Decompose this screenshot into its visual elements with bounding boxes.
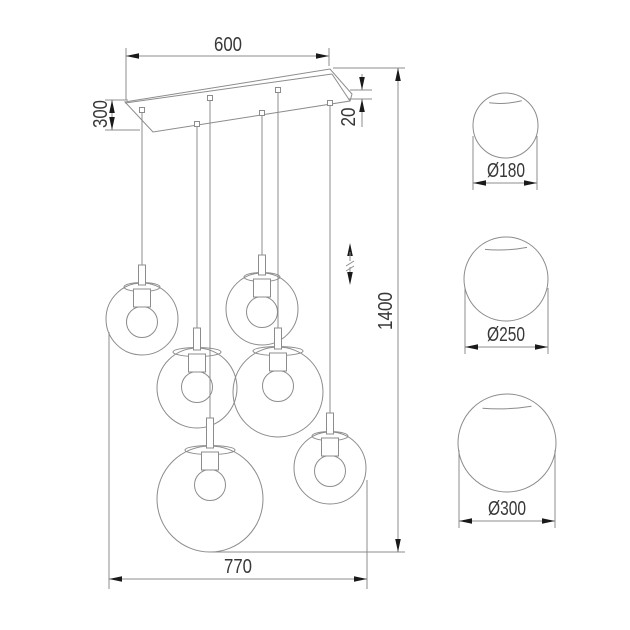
light-bulb: [262, 370, 294, 402]
globe-seam-line: [482, 405, 532, 410]
pendant-stem: [258, 254, 266, 276]
pendant-5: [156, 100, 264, 553]
pendant-2: [225, 115, 299, 346]
arrowhead-up-icon: [395, 68, 401, 81]
light-bulb: [181, 371, 213, 403]
arrowhead-right-icon: [316, 53, 329, 59]
dimension-label-770: 770: [224, 556, 252, 578]
dimension-globe-180: Ø180: [472, 136, 538, 190]
arrowhead-left-icon: [459, 518, 472, 524]
bulb-socket: [269, 352, 287, 372]
dimension-label-1400: 1400: [375, 292, 397, 330]
pendant-stem: [206, 417, 214, 449]
canopy-outline: [123, 68, 353, 133]
arrowhead-down-icon: [109, 117, 115, 130]
pendant-6: [293, 105, 367, 505]
light-bulb: [194, 469, 226, 501]
globe-detail-views: [457, 92, 557, 493]
canopy-top-edge: [124, 73, 333, 104]
adjust-break-mark-1: [345, 260, 355, 267]
arrowhead-right-icon: [354, 576, 367, 582]
dimension-globe-300: Ø300: [458, 450, 556, 528]
pendant-4: [232, 92, 324, 438]
dimension-canopy-width: 600: [125, 34, 330, 100]
arrowhead-right-icon: [524, 180, 537, 186]
dimension-label-600: 600: [214, 34, 242, 56]
arrowhead-right-icon: [542, 518, 555, 524]
dimension-overall-height: 1400: [212, 67, 405, 553]
bulb-socket: [321, 437, 339, 457]
arrowhead-left-icon: [473, 180, 486, 186]
dimension-fixture-width: 770: [108, 332, 368, 589]
bulb-socket: [188, 353, 206, 373]
bulb-socket: [133, 288, 151, 308]
attachment-square: [275, 87, 281, 93]
pendant-stem: [138, 264, 146, 286]
globe-detail-180: [472, 92, 539, 159]
height-adjust-symbol: [345, 243, 355, 285]
globe-detail-300: [457, 393, 557, 493]
arrowhead-left-icon: [109, 576, 122, 582]
detail-globe-circle: [472, 92, 539, 159]
pendant-stem: [193, 327, 201, 351]
pendant-1: [105, 112, 179, 356]
bulb-socket: [201, 451, 219, 471]
light-bulb: [314, 455, 346, 487]
globe-detail-250: [463, 236, 549, 322]
dimension-label-d250: Ø250: [487, 324, 525, 346]
arrowhead-up-icon: [359, 99, 365, 112]
bulb-socket: [253, 278, 271, 298]
pendant-stem: [326, 412, 334, 435]
attachment-square: [327, 100, 333, 106]
arrowhead-left-icon: [126, 53, 139, 59]
light-bulb: [246, 296, 278, 328]
dimension-globe-250: Ø250: [464, 288, 549, 354]
dimension-canopy-thickness: 20: [338, 74, 372, 127]
pendant-stem: [274, 327, 282, 350]
attachment-square: [207, 95, 213, 101]
dimension-label-300: 300: [90, 100, 112, 128]
canopy-end-edge: [331, 73, 351, 102]
globe-seam-line: [489, 100, 522, 104]
adjust-arrow-up-icon: [347, 243, 353, 256]
dimension-label-d180: Ø180: [487, 160, 525, 182]
arrowhead-down-icon: [395, 539, 401, 552]
dimension-canopy-depth: 300: [90, 99, 140, 131]
attachment-square: [194, 121, 200, 127]
arrowhead-left-icon: [465, 344, 478, 350]
canopy-plate: [123, 68, 353, 133]
arrowhead-down-icon: [359, 77, 365, 90]
attachment-square: [139, 107, 145, 113]
dimension-label-20: 20: [338, 108, 360, 127]
arrowhead-up-icon: [109, 100, 115, 113]
light-bulb: [126, 306, 158, 338]
detail-globe-circle: [457, 393, 557, 493]
attachment-square: [259, 110, 265, 116]
arrowhead-right-icon: [535, 344, 548, 350]
adjust-arrow-down-icon: [347, 272, 353, 285]
dimension-label-d300: Ø300: [488, 498, 526, 520]
detail-globe-circle: [463, 236, 549, 322]
pendants: [105, 92, 367, 553]
globe-seam-line: [484, 246, 528, 251]
pendant-3: [156, 126, 238, 429]
